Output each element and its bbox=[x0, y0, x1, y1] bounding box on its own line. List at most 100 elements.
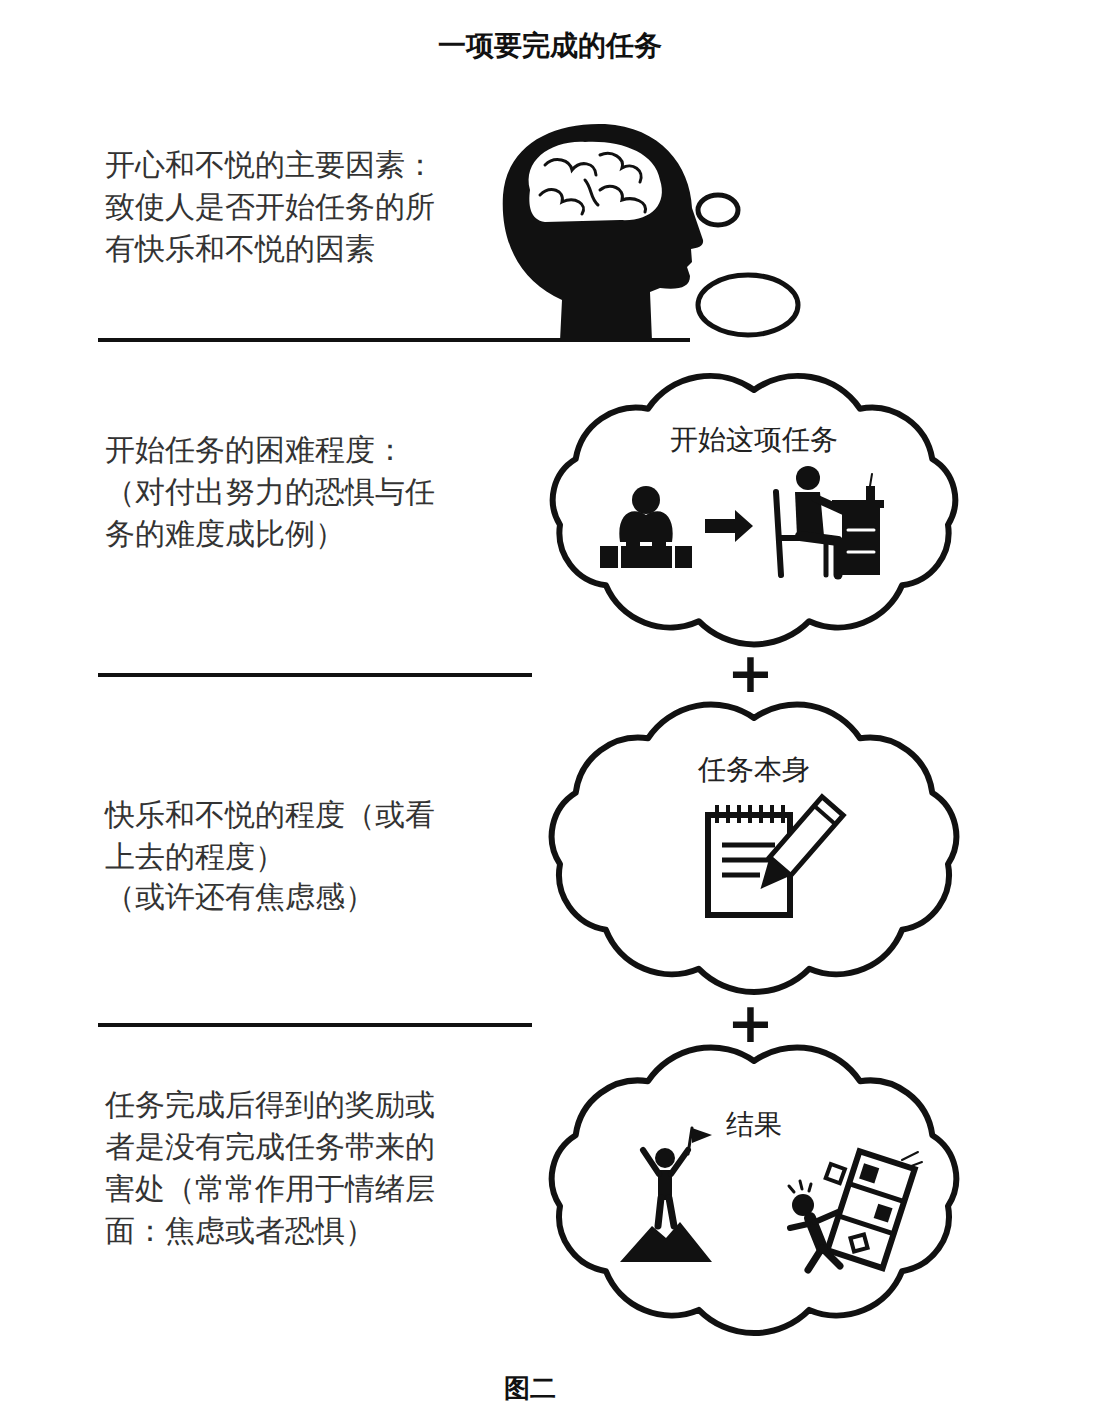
flag-person-icon bbox=[620, 1128, 712, 1262]
falling-person-icon bbox=[800, 1181, 802, 1189]
falling-person-icon bbox=[906, 1162, 922, 1168]
flag-person-icon bbox=[620, 1222, 712, 1262]
cloud-outline bbox=[553, 376, 955, 644]
notepad-icon bbox=[722, 873, 760, 878]
falling-person-icon bbox=[826, 1164, 845, 1183]
head-silhouette bbox=[600, 186, 645, 212]
notepad-icon bbox=[750, 797, 843, 898]
divider-line bbox=[98, 340, 690, 1025]
flag-person-icon bbox=[692, 1128, 712, 1143]
cloud-outline bbox=[540, 1043, 968, 1333]
desk-person-icon bbox=[776, 466, 884, 575]
desk-person-icon bbox=[848, 529, 874, 532]
flag-person-icon bbox=[658, 1198, 661, 1226]
head-silhouette bbox=[540, 190, 584, 214]
head-silhouette bbox=[545, 160, 596, 175]
side-text: （对付出努力的恐惧与任务的难度成比例） bbox=[105, 471, 450, 555]
side-text: 致使人是否开始任务的所有快乐和不悦的因素 bbox=[105, 186, 450, 270]
head-silhouette bbox=[529, 142, 662, 222]
sad-person-icon bbox=[652, 528, 666, 568]
cloud-outline bbox=[540, 700, 968, 992]
cloud-outline bbox=[540, 372, 968, 644]
falling-person-icon bbox=[815, 1212, 838, 1222]
notepad-icon bbox=[748, 805, 752, 823]
sad-person-icon bbox=[672, 546, 675, 568]
sad-person-icon bbox=[632, 486, 660, 514]
flag-person-icon bbox=[671, 1150, 688, 1174]
cloud-node: 结果 bbox=[540, 1043, 968, 1333]
notepad-icon bbox=[722, 843, 775, 848]
falling-person-icon bbox=[822, 1248, 840, 1266]
cloud-title: 任务本身 bbox=[698, 752, 810, 788]
figure-caption: 图二 bbox=[430, 1370, 630, 1406]
desk-person-icon bbox=[848, 551, 874, 554]
falling-person-icon bbox=[874, 1204, 893, 1223]
falling-person-icon bbox=[808, 1248, 822, 1270]
side-text: 开始任务的困难程度： bbox=[105, 429, 450, 471]
desk-person-icon bbox=[796, 466, 820, 490]
falling-person-icon bbox=[789, 1186, 794, 1192]
notepad-icon bbox=[715, 805, 785, 823]
flag-person-icon bbox=[655, 1148, 675, 1168]
sad-person-icon bbox=[626, 528, 640, 568]
notepad-icon bbox=[770, 805, 774, 823]
cloud-node: 开始这项任务 bbox=[540, 372, 968, 644]
falling-person-icon bbox=[809, 1184, 811, 1191]
desk-person-icon bbox=[832, 500, 884, 508]
divider-line bbox=[98, 673, 532, 677]
falling-person-icon bbox=[850, 1234, 867, 1251]
side-text: （或许还有焦虑感） bbox=[105, 876, 450, 918]
falling-person-icon bbox=[849, 1184, 904, 1202]
plus-sign: + bbox=[727, 645, 774, 701]
notepad-icon bbox=[715, 805, 719, 823]
side-text: 开心和不悦的主要因素： bbox=[105, 144, 450, 186]
desk-person-icon bbox=[834, 541, 843, 575]
head-silhouette bbox=[600, 153, 641, 182]
head-silhouette bbox=[503, 124, 703, 341]
flag-person-icon bbox=[688, 1128, 692, 1154]
notepad-icon bbox=[759, 805, 763, 823]
thought-bubble bbox=[698, 195, 738, 225]
notepad-icon bbox=[814, 806, 835, 824]
cloud-node: 任务本身 bbox=[540, 700, 968, 992]
notepad-icon bbox=[737, 805, 741, 823]
falling-person-icon bbox=[789, 1151, 922, 1270]
side-text: 任务完成后得到的奖励或者是没有完成任务带来的害处（常常作用于情绪层面：焦虑或者恐… bbox=[105, 1084, 450, 1252]
plus-sign: + bbox=[727, 995, 774, 1051]
head-silhouette bbox=[585, 180, 598, 205]
falling-person-icon bbox=[790, 1224, 808, 1228]
notepad-icon bbox=[708, 815, 790, 915]
thought-bubble bbox=[698, 195, 798, 335]
notepad-icon bbox=[750, 857, 791, 898]
notepad-icon bbox=[781, 805, 785, 823]
desk-person-icon bbox=[824, 540, 829, 575]
desk-person-icon bbox=[870, 474, 872, 486]
notepad-icon bbox=[722, 858, 775, 863]
flag-person-icon bbox=[643, 1150, 659, 1174]
falling-person-icon bbox=[859, 1163, 879, 1183]
sad-person-icon bbox=[600, 486, 692, 568]
cloud-outline bbox=[552, 705, 957, 992]
desk-person-icon bbox=[866, 486, 875, 500]
cloud-outline bbox=[552, 1047, 957, 1333]
sad-person-icon bbox=[600, 546, 692, 568]
desk-person-icon bbox=[800, 536, 838, 541]
flag-person-icon bbox=[669, 1198, 674, 1226]
notepad-icon bbox=[770, 797, 844, 876]
head-silhouette bbox=[503, 124, 703, 341]
head-silhouette bbox=[540, 153, 645, 214]
sad-person-icon bbox=[618, 546, 621, 568]
desk-person-icon bbox=[842, 508, 880, 575]
notepad-icon bbox=[708, 797, 843, 915]
desk-person-icon bbox=[776, 492, 781, 575]
notepad-icon bbox=[726, 805, 730, 823]
divider-line bbox=[98, 1023, 532, 1027]
cloud-title: 开始这项任务 bbox=[670, 422, 838, 458]
side-text: 快乐和不悦的程度（或看上去的程度） bbox=[105, 794, 450, 878]
falling-person-icon bbox=[902, 1152, 918, 1160]
diagram-title: 一项要完成的任务 bbox=[0, 26, 1100, 66]
arrow-icon bbox=[705, 510, 753, 542]
cloud-title: 结果 bbox=[726, 1107, 782, 1143]
thought-bubble bbox=[698, 275, 798, 335]
